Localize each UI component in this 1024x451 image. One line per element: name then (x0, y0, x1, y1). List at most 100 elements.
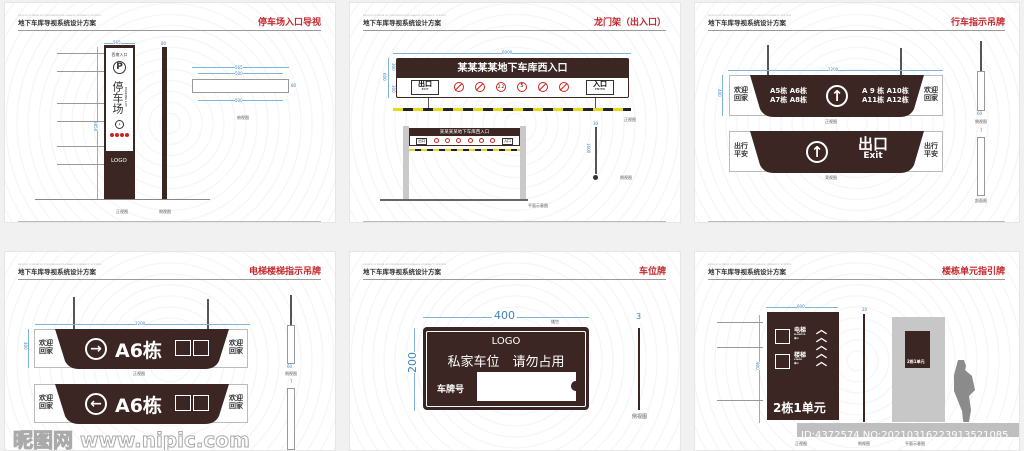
caption-side: 侧视图 (632, 414, 648, 420)
caption-side: 侧视图 (858, 441, 870, 446)
dim-pole-height: 1600 (586, 143, 591, 154)
dim-height: 900 (755, 362, 760, 370)
logo-text: LOGO (111, 158, 127, 164)
person-silhouette (954, 360, 975, 422)
unit-label: 2栋1单元 (773, 401, 826, 415)
dim-width: 600 (797, 304, 805, 309)
stairs-icon (193, 395, 209, 411)
dim-height: 400 (717, 89, 722, 97)
panel-parking-space-sign: DESIGN SCHEME OF UNDERGROUND GARAGE GUID… (349, 251, 681, 451)
caption-side: 侧视图 (620, 175, 632, 180)
panel-unit-guide-sign: DESIGN SCHEME OF UNDERGROUND GARAGE GUID… (694, 251, 1020, 451)
elevator-sign-front: 欢迎回家 欢迎回家 → A6栋 (34, 329, 248, 369)
welcome-text: 欢迎回家 (229, 394, 243, 410)
chevron-right-circle-icon: › (115, 120, 124, 129)
dim-plan-height: 80 (291, 83, 297, 88)
panel-header: DESIGN SCHEME OF UNDERGROUND GARAGE GUID… (363, 264, 446, 276)
plate-label: 车牌号 (437, 385, 465, 395)
dim-top: 300 (391, 63, 396, 71)
plan-view (192, 79, 289, 93)
panel-parking-entrance: DESIGN SCHEME OF UNDERGROUND GARAGE GUID… (4, 2, 336, 223)
dim-width: 565 (113, 40, 121, 45)
no-horn-icon (475, 82, 485, 92)
panel-elevator-stair-sign: DESIGN SCHEME OF UNDERGROUND GARAGE GUID… (4, 251, 336, 451)
arrow-right-icon: → (85, 338, 107, 360)
arrow-up-icon: ↑ (826, 85, 848, 107)
dim-depth: 20 (862, 307, 868, 312)
dim-depth: 60 (977, 111, 983, 116)
no-walking-icon (538, 82, 548, 92)
gantry-title: 某某某某地下车库西入口 (397, 59, 628, 78)
sign-direction-label: 西南入口 (111, 52, 128, 57)
site-watermark: 昵图网 www.nipic.com (13, 428, 251, 451)
stairs-icon (775, 354, 790, 369)
caption-plan: 俯视图 (237, 115, 249, 120)
arrow-left-icon: ← (85, 393, 107, 415)
parking-p-icon: P (113, 61, 126, 74)
dim-depth: 60 (287, 364, 293, 369)
dim-width: 2200 (828, 67, 839, 72)
building-text: A6栋 (115, 340, 162, 362)
welcome-text: 欢迎回家 (39, 339, 53, 355)
speed-limit-icon: 5 (517, 82, 527, 92)
pole-side-view (595, 127, 597, 174)
caption-front: 正视图 (624, 117, 636, 122)
dim-section: 7 (980, 128, 983, 133)
panel-title: 龙门架（出入口） (593, 18, 666, 28)
gantry-plan-sign: 某某某某地下车库西入口 出口 入口 (409, 128, 520, 146)
panel-title: 行车指示吊牌 (950, 18, 1005, 28)
panel-header: DESIGN SCHEME OF UNDERGROUND GARAGE GUID… (363, 15, 446, 27)
panel-title: 停车场入口导视 (257, 18, 321, 28)
panel-title: 楼栋单元指引牌 (941, 267, 1005, 277)
section-view (977, 137, 985, 196)
logo-text: LOGO (491, 336, 521, 347)
caption-plan: 平面示意图 (528, 203, 548, 208)
wall-plan: 2栋1单元 (892, 317, 945, 422)
building-text: A6栋 (115, 395, 162, 417)
arrow-up-icon: ↑ (806, 141, 828, 163)
dim-plan-outer: 565 (235, 65, 243, 70)
welcome-text: 欢迎回家 (924, 86, 938, 102)
caption-side: 侧视图 (285, 371, 297, 376)
dim-width: 400 (492, 309, 517, 322)
panel-header: DESIGN SCHEME OF UNDERGROUND GARAGE GUID… (18, 15, 101, 27)
dim-side: 80 (161, 41, 167, 46)
reserved-text: 私家车位 请勿占用 (447, 355, 565, 370)
caption-side: 侧视图 (975, 119, 987, 124)
caption-front: 正视图 (795, 441, 807, 446)
panel-title: 车位牌 (638, 267, 666, 277)
sign-text-en: PARKING LOT (124, 87, 128, 107)
no-pedestrian-icon (454, 82, 464, 92)
farewell-text: 出行平安 (734, 142, 748, 158)
caption-front: 正视图 (133, 371, 145, 376)
caption-front: 正视图 (116, 209, 128, 214)
chevrons-up-icon: ︿︿︿︿︿ (816, 323, 827, 368)
hole-label: 镂空 (551, 319, 559, 324)
parking-space-sign: LOGO 私家车位 请勿占用 车牌号 (423, 327, 589, 410)
height-barrier-stripe (393, 108, 631, 111)
dim-bottom: 300 (391, 85, 396, 93)
side-view (287, 325, 295, 364)
height-limit-icon: 2.2 (496, 82, 506, 92)
panel-header: DESIGN SCHEME OF UNDERGROUND GARAGE GUID… (708, 264, 791, 276)
id-watermark: ID:4372574 NO:20210316223913521085 (797, 423, 1019, 441)
section-view (287, 388, 295, 450)
dim-height: 400 (23, 342, 28, 350)
dim-height: 200 (406, 352, 419, 373)
caption-front: 正视图 (825, 119, 837, 124)
welcome-text: 欢迎回家 (734, 86, 748, 102)
dim-thickness: 3 (636, 312, 642, 321)
dim-width: 2200 (135, 321, 146, 326)
stairs-icon (193, 340, 209, 356)
welcome-text: 欢迎回家 (229, 339, 243, 355)
panel-gantry: DESIGN SCHEME OF UNDERGROUND GARAGE GUID… (349, 2, 681, 223)
dim-pole-width: 30 (593, 121, 599, 126)
prohibition-icons (106, 133, 133, 137)
side-view (863, 314, 865, 422)
panel-header: DESIGN SCHEME OF UNDERGROUND GARAGE GUID… (18, 264, 101, 276)
